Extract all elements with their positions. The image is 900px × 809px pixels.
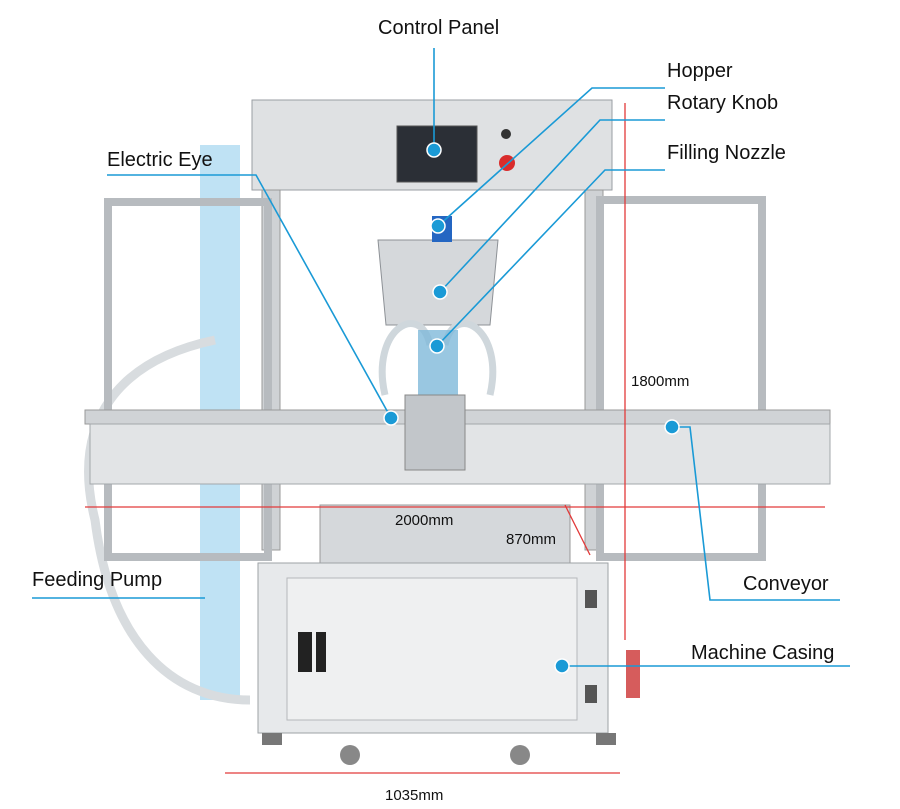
switch-knob	[501, 129, 511, 139]
callout-lines	[32, 48, 850, 667]
left-door-frame	[104, 198, 272, 561]
hopper-shape	[377, 239, 499, 326]
label-conveyor: Conveyor	[743, 573, 829, 595]
label-control-panel: Control Panel	[378, 17, 500, 39]
dimension-length: 2000mm	[395, 512, 454, 529]
label-feeding-pump: Feeding Pump	[32, 569, 163, 591]
dimension-depth: 870mm	[506, 531, 557, 548]
label-rotary-knob: Rotary Knob	[667, 92, 779, 114]
dimension-width: 1035mm	[385, 787, 444, 804]
dimension-lines	[85, 103, 825, 774]
label-machine-casing: Machine Casing	[691, 642, 835, 664]
right-door-frame	[596, 196, 766, 561]
callout-dots	[383, 142, 680, 674]
dimension-height: 1800mm	[631, 373, 690, 390]
label-hopper: Hopper	[667, 60, 733, 82]
feeding-hose	[84, 335, 251, 705]
label-filling-nozzle: Filling Nozzle	[667, 142, 786, 164]
label-electric-eye: Electric Eye	[107, 149, 213, 171]
